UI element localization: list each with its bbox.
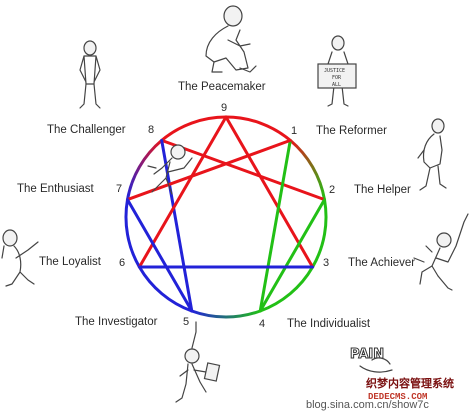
enneagram-circle [124, 115, 328, 319]
investigator-figure-icon [175, 321, 221, 403]
watermark-site-en: DEDECMS.COM [368, 392, 427, 402]
circle-arc-1-2 [289, 139, 326, 200]
watermark-site-cn: 织梦内容管理系统 [366, 376, 454, 390]
label-loyalist: The Loyalist [39, 256, 102, 268]
circle-arc-4-5 [191, 309, 261, 319]
watermark-url: blog.sina.com.cn/show7c [306, 399, 429, 411]
label-enthusiast: The Enthusiast [17, 183, 95, 195]
point-number-1: 1 [291, 125, 297, 137]
enthusiast-figure-icon [147, 144, 193, 195]
sign-line-2: FOR [332, 75, 342, 81]
point-number-4: 4 [259, 318, 265, 330]
challenger-figure-icon [79, 40, 101, 109]
sign-line-3: ALL [332, 82, 341, 88]
label-investigator: The Investigator [75, 316, 158, 328]
point-number-9: 9 [221, 102, 227, 114]
inner-line-2-4 [258, 198, 326, 313]
point-number-2: 2 [329, 184, 335, 196]
inner-line-8-5 [160, 138, 194, 313]
inner-line-8-2 [160, 138, 326, 202]
point-number-5: 5 [183, 316, 189, 328]
point-number-7: 7 [116, 183, 122, 195]
pain-text: PAIN [350, 347, 384, 362]
circle-arc-3-4 [259, 266, 314, 313]
peacemaker-figure-icon [205, 5, 257, 73]
label-peacemaker: The Peacemaker [178, 81, 266, 93]
circle-arc-8-9 [160, 115, 227, 142]
inner-line-1-4 [258, 138, 292, 313]
inner-line-9-6 [137, 115, 228, 269]
circle-arc-5-6 [138, 266, 193, 313]
label-individualist: The Individualist [287, 318, 371, 330]
achiever-figure-icon [413, 213, 469, 291]
label-reformer: The Reformer [316, 125, 387, 137]
circle-arc-7-8 [126, 139, 163, 200]
loyalist-figure-icon [1, 229, 39, 287]
inner-line-9-3 [224, 115, 315, 269]
inner-line-5-7 [126, 198, 194, 313]
label-helper: The Helper [354, 184, 411, 196]
point-number-3: 3 [323, 257, 329, 269]
individualist-figure-icon: PAIN [350, 347, 393, 373]
watermark: 织梦内容管理系统 DEDECMS.COM blog.sina.com.cn/sh… [306, 376, 472, 411]
circle-arc-2-3 [311, 199, 328, 268]
label-challenger: The Challenger [47, 124, 126, 136]
helper-figure-icon [417, 118, 447, 191]
reformer-figure-icon: JUSTICE FOR ALL [317, 35, 357, 107]
point-number-8: 8 [148, 124, 154, 136]
label-achiever: The Achiever [348, 257, 415, 269]
point-number-6: 6 [119, 257, 125, 269]
circle-arc-9-1 [225, 115, 292, 142]
circle-arc-6-7 [124, 199, 141, 268]
sign-line-1: JUSTICE [324, 68, 345, 74]
